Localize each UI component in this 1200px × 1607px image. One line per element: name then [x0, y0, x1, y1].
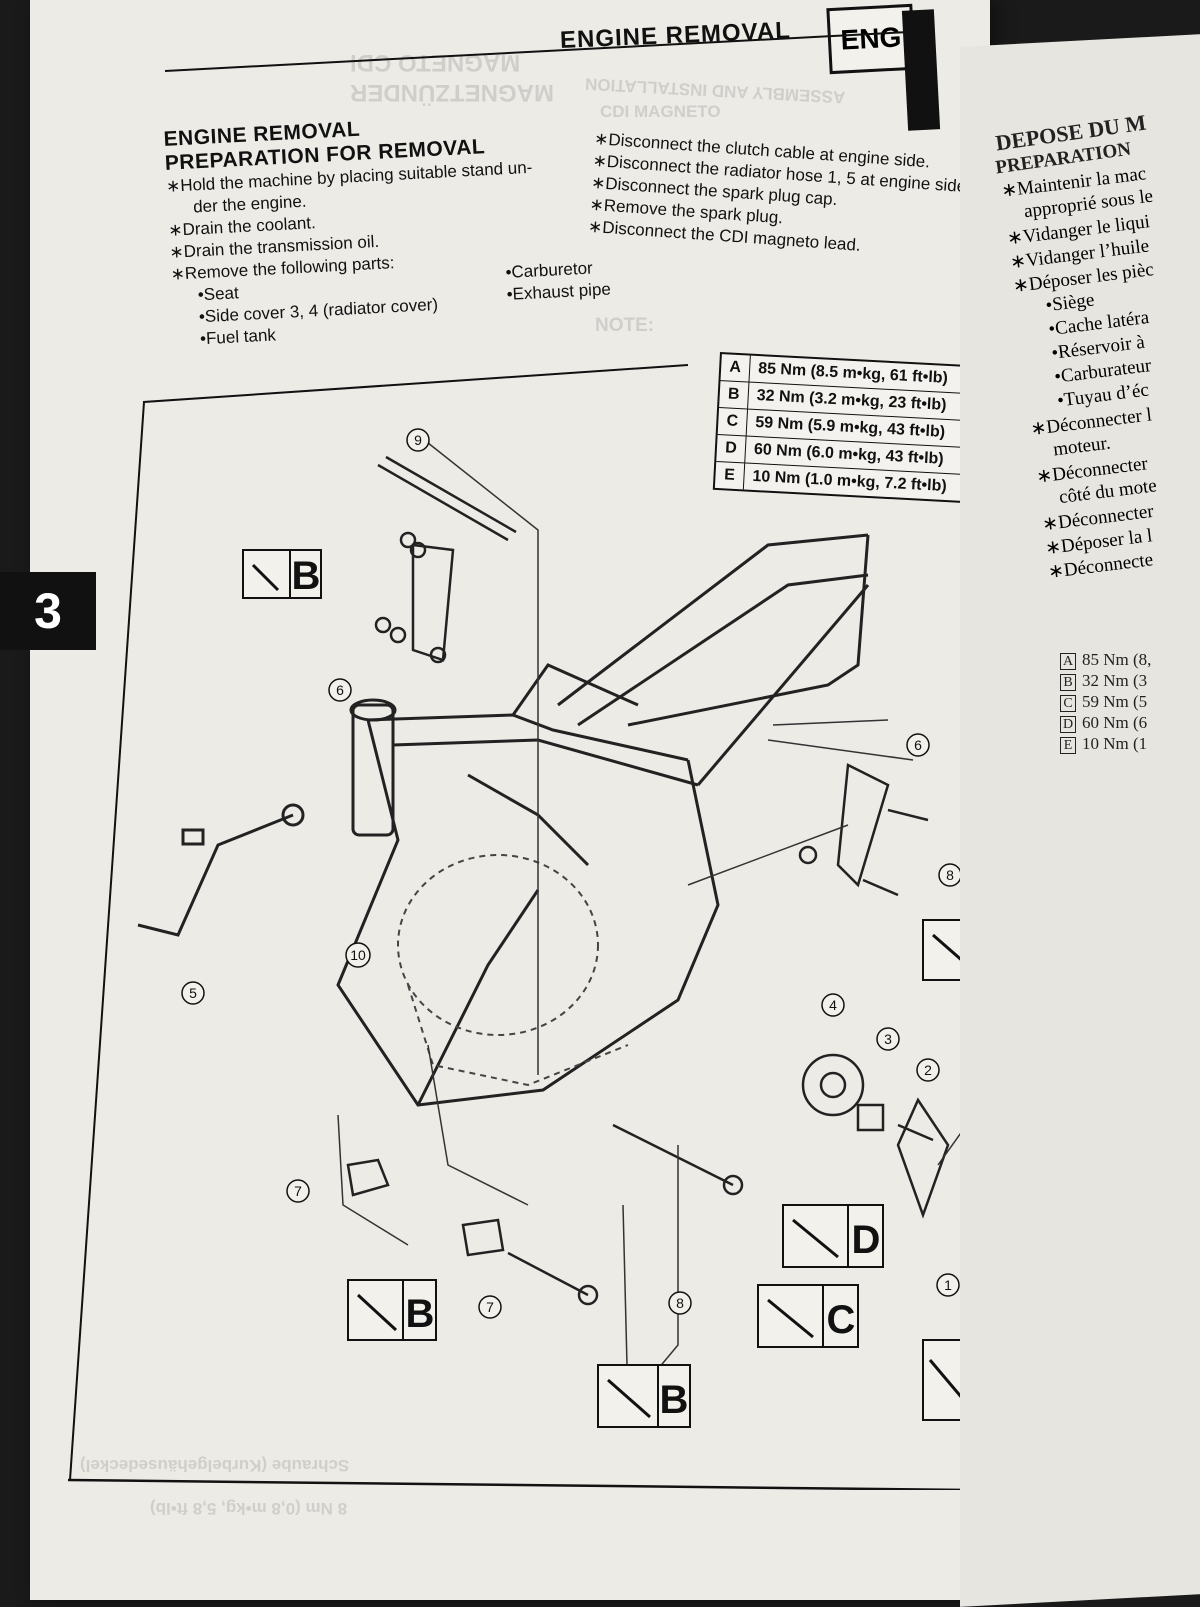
svg-text:5: 5 — [189, 985, 197, 1001]
svg-text:C: C — [827, 1298, 856, 1342]
callout-6: 6 — [328, 678, 352, 702]
svg-text:B: B — [406, 1292, 435, 1336]
torque-wrench-icon — [792, 1218, 839, 1259]
callout-1: 1 — [936, 1273, 960, 1297]
frame-diagram-svg: 9 6 6 8 10 5 4 3 2 7 7 8 1 B — [68, 364, 968, 1490]
svg-text:8: 8 — [946, 867, 954, 883]
ghost-text: MAGNETZÜNDER — [350, 79, 554, 106]
exploded-diagram: 9 6 6 8 10 5 4 3 2 7 7 8 1 B — [68, 345, 968, 1490]
shift-pedal — [137, 803, 305, 937]
torque-key: A — [720, 354, 751, 382]
torque-box-b: B — [597, 1364, 691, 1428]
torque-wrench-icon — [767, 1298, 814, 1339]
svg-text:6: 6 — [914, 737, 922, 753]
torque-box-d: D — [782, 1204, 884, 1268]
leader-lines — [337, 434, 968, 1408]
callout-4: 4 — [821, 993, 845, 1017]
parts-col2: •Carburetor •Exhaust pipe — [505, 257, 611, 306]
svg-text:D: D — [852, 1218, 881, 1262]
torque-key: E — [714, 461, 746, 490]
engine-bracket-upper — [374, 455, 517, 664]
torque-key: C — [717, 408, 749, 436]
callout-2: 2 — [916, 1058, 940, 1082]
callout-8: 8 — [938, 863, 962, 887]
instructions-left: ENGINE REMOVAL PREPARATION FOR REMOVAL ∗… — [163, 109, 541, 352]
svg-text:8: 8 — [676, 1295, 684, 1311]
torque-wrench-icon — [607, 1378, 651, 1419]
svg-text:1: 1 — [944, 1277, 952, 1293]
tab-edge — [901, 9, 941, 131]
callout-8: 8 — [668, 1291, 692, 1315]
callout-7: 7 — [286, 1179, 310, 1203]
svg-text:4: 4 — [829, 997, 837, 1013]
callout-3: 3 — [876, 1027, 900, 1051]
torque-wrench-icon — [251, 563, 280, 592]
svg-text:7: 7 — [486, 1299, 494, 1315]
torque-box-b: B — [242, 549, 322, 599]
chapter-tab: 3 — [0, 572, 96, 650]
engine-outline — [397, 854, 629, 1087]
drive-sprocket — [801, 1053, 934, 1142]
lower-brackets — [346, 1097, 950, 1306]
svg-text:9: 9 — [414, 432, 422, 448]
torque-wrench-icon — [356, 1293, 398, 1332]
torque-box-c: C — [757, 1284, 859, 1348]
callout-10: 10 — [345, 942, 371, 968]
svg-text:10: 10 — [350, 947, 366, 963]
svg-text:B: B — [660, 1378, 689, 1422]
svg-text:7: 7 — [294, 1183, 302, 1199]
torque-key: D — [716, 434, 747, 463]
svg-text:B: B — [292, 554, 321, 598]
ghost-text: CDI MAGNETO — [600, 102, 721, 121]
diagram-border — [69, 364, 689, 1481]
svg-text:6: 6 — [336, 682, 344, 698]
callout-9: 9 — [406, 428, 430, 452]
ghost-text: 8 Nm (0,8 m•kg, 5,8 ft•lb) — [150, 1499, 348, 1518]
diagram-border — [68, 1478, 968, 1490]
callout-5: 5 — [181, 981, 205, 1005]
callout-6: 6 — [906, 733, 930, 757]
motorcycle-frame — [336, 533, 870, 1107]
svg-text:2: 2 — [924, 1062, 932, 1078]
svg-text:3: 3 — [884, 1031, 892, 1047]
torque-key: B — [719, 381, 750, 409]
callout-7: 7 — [478, 1295, 502, 1319]
engine-bracket-right — [798, 763, 929, 897]
torque-box-b: B — [347, 1279, 437, 1341]
ghost-text: NOTE: — [595, 315, 655, 336]
